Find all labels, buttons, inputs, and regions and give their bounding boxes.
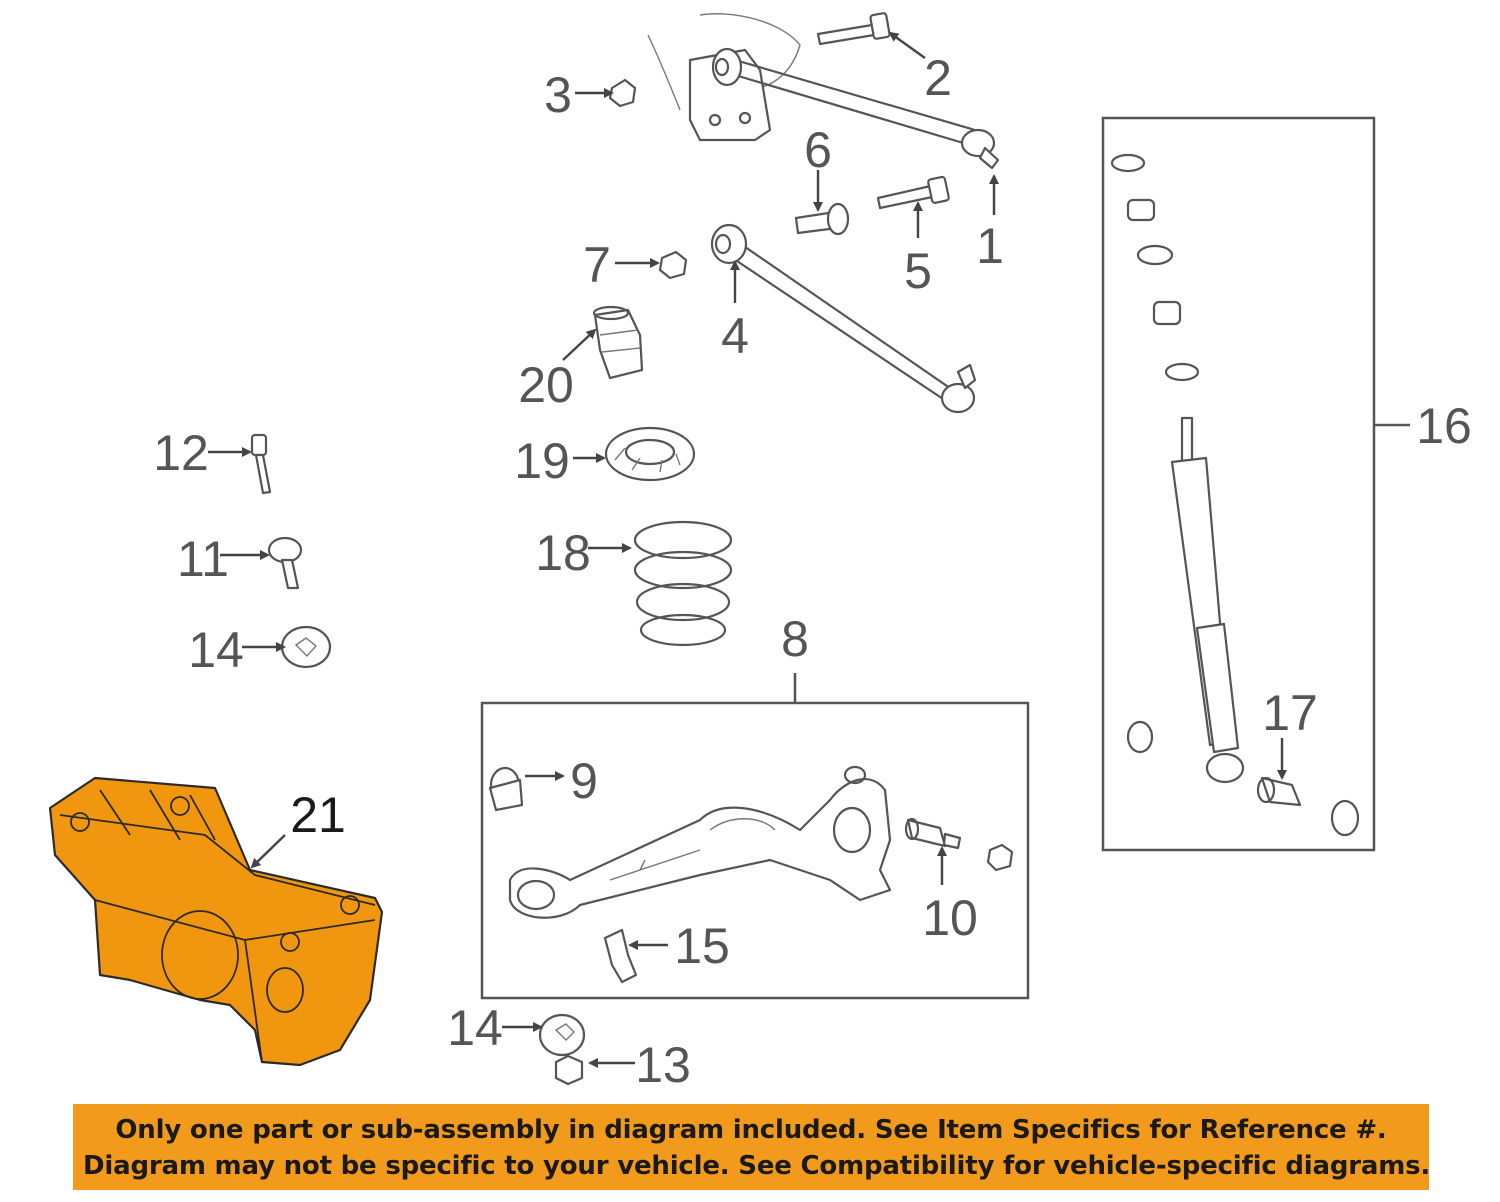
arrow-2 [888,31,926,59]
trailing-arm-part-8 [508,765,892,919]
trailing-arm-assembly-box [480,701,1030,1000]
callout-2: 2 [924,50,952,106]
disclaimer-line-1: Only one part or sub-assembly in diagram… [115,1115,1387,1145]
callout-14-lower: 14 [447,1000,503,1056]
callout-7: 7 [583,237,611,293]
callout-8: 8 [781,611,809,667]
callout-18: 18 [535,525,591,581]
shock-absorber-box [1101,116,1376,852]
callout-13: 13 [635,1037,691,1093]
lateral-link-upper [711,47,1000,170]
arrow-21 [250,834,286,869]
disclaimer-line-2: Diagram may not be specific to your vehi… [83,1151,1431,1181]
callout-21: 21 [290,787,346,843]
bolt-part-6 [794,202,850,236]
callout-20: 20 [518,357,574,413]
bracket-part-15 [603,928,638,984]
callout-3: 3 [544,67,572,123]
bolt-part-2 [816,12,891,46]
callout-6: 6 [804,122,832,178]
bump-stopper-part-20 [592,305,644,380]
callout-1: 1 [976,218,1004,274]
coil-spring-part-18 [633,520,733,647]
callout-4: 4 [721,308,749,364]
nut-part-3 [608,78,637,108]
callout-12: 12 [153,425,209,481]
leader-arrows [208,31,1287,1068]
bolt-part-12 [250,433,272,495]
crossmember-part-21 [48,776,384,1067]
disclaimer-banner: Only one part or sub-assembly in diagram… [73,1104,1431,1190]
shock-absorber-parts [1110,153,1360,837]
nut-part-8-side [986,843,1014,872]
callout-15: 15 [674,918,730,974]
bushing-part-14-lower [538,1013,586,1057]
body-bracket [647,13,801,142]
nut-part-13 [554,1054,584,1086]
lateral-link-lower [710,223,977,414]
callout-5: 5 [904,243,932,299]
callout-19: 19 [514,433,570,489]
bolt-part-11 [267,536,303,590]
callout-11: 11 [177,531,229,587]
callout-17: 17 [1262,685,1318,741]
washer-part-14-upper [280,625,332,669]
arrow-20 [562,328,597,361]
bolt-part-5 [876,175,950,210]
callout-16: 16 [1416,398,1472,454]
callout-9: 9 [570,753,598,809]
bushing-part-10 [904,817,962,850]
nut-part-7 [658,250,688,280]
spring-insulator-part-19 [604,426,696,482]
callout-10: 10 [922,890,978,946]
callout-labels: 1 2 3 4 5 6 7 8 9 10 11 12 13 14 14 15 1… [153,50,1472,1093]
bushing-part-9 [488,766,524,812]
callout-14-upper: 14 [188,622,244,678]
